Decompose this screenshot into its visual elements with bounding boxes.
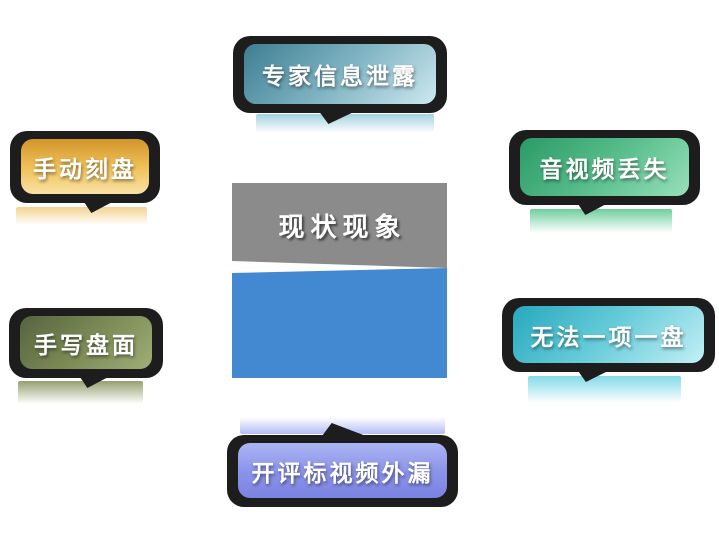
bubble-label: 开评标视频外漏 (251, 460, 434, 487)
bubble-label: 无法一项一盘 (530, 324, 687, 351)
bubble-label: 手动刻盘 (33, 156, 137, 183)
bubble-expert-info-leak: 专家信息泄露 (233, 36, 447, 133)
bubble-manual-disc-burning: 手动刻盘 (10, 131, 160, 225)
bubble-frame: 音视频丢失 (509, 130, 700, 205)
bubble-label: 专家信息泄露 (262, 64, 418, 90)
center-box-header: 现状现象 (232, 183, 447, 268)
bubble-fill: 开评标视频外漏 (238, 443, 447, 498)
bubble-reflection (256, 114, 434, 133)
bubble-reflection (16, 207, 147, 225)
bubble-reflection (528, 376, 681, 403)
bubble-handwritten-disc: 手写盘面 (9, 308, 163, 404)
bubble-label: 手写盘面 (34, 332, 138, 359)
bubble-frame: 开评标视频外漏 (227, 435, 458, 507)
bubble-frame: 手动刻盘 (10, 131, 160, 203)
bubble-reflection (240, 417, 445, 434)
bubble-bid-video-leak: 开评标视频外漏 (227, 417, 458, 507)
bubble-reflection (18, 381, 143, 404)
bubble-label: 音视频丢失 (539, 157, 670, 183)
bubble-frame: 手写盘面 (9, 308, 163, 378)
bubble-no-one-item-one-disc: 无法一项一盘 (502, 298, 715, 403)
center-box-title: 现状现象 (278, 213, 407, 243)
bubble-fill: 专家信息泄露 (244, 44, 436, 104)
bubble-audio-video-loss: 音视频丢失 (509, 130, 700, 233)
bubble-fill: 无法一项一盘 (513, 306, 704, 363)
center-box-body (232, 268, 447, 378)
bubble-frame: 专家信息泄露 (233, 36, 447, 113)
bubble-fill: 音视频丢失 (520, 138, 689, 196)
bubble-fill: 手动刻盘 (21, 139, 149, 194)
bubble-fill: 手写盘面 (20, 316, 152, 369)
bubble-frame: 无法一项一盘 (502, 298, 715, 372)
bubble-reflection (530, 209, 672, 233)
